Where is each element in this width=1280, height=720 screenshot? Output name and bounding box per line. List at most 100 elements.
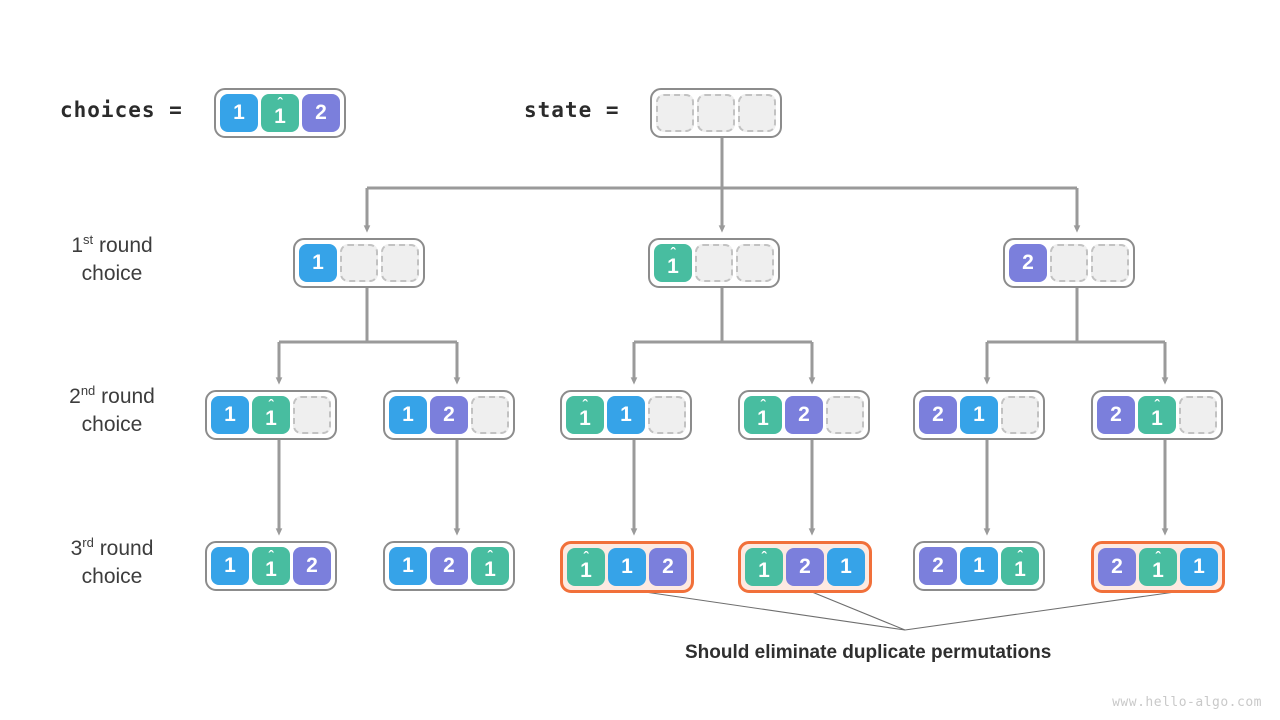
round-2-word: round bbox=[101, 385, 155, 408]
circumflex-icon: ˆ bbox=[268, 397, 274, 414]
cell-label: 1 bbox=[758, 559, 770, 582]
round-3-word: round bbox=[99, 537, 154, 560]
cell-empty bbox=[471, 396, 509, 434]
cell-value: 1 bbox=[827, 548, 865, 586]
cell-value: 1 bbox=[389, 547, 427, 585]
level1-to-level2-edges bbox=[275, 285, 1169, 385]
level1-node-3: 2 bbox=[1003, 238, 1135, 288]
cell-value: 2 bbox=[919, 547, 957, 585]
cell-value: 1 bbox=[960, 396, 998, 434]
cell-label: 1 bbox=[579, 407, 591, 430]
round-2-line2: choice bbox=[81, 413, 143, 437]
cell-empty bbox=[293, 396, 331, 434]
level2-to-level3-edges bbox=[275, 437, 1169, 536]
cell-empty bbox=[648, 396, 686, 434]
cell-value: 2 bbox=[785, 396, 823, 434]
cell-empty bbox=[1001, 396, 1039, 434]
round-label-3: 3rd round choice bbox=[22, 535, 202, 592]
cell-value: 1 bbox=[607, 396, 645, 434]
round-2-ordinal: 2 bbox=[69, 385, 81, 408]
cell-label: 1 bbox=[484, 558, 496, 581]
cell-label: 1 bbox=[667, 255, 679, 278]
circumflex-icon: ˆ bbox=[268, 548, 274, 565]
cell-value: 1 bbox=[608, 548, 646, 586]
circumflex-icon: ˆ bbox=[760, 397, 766, 414]
cell-label: 1 bbox=[580, 559, 592, 582]
cell-value: 1 bbox=[299, 244, 337, 282]
circumflex-icon: ˆ bbox=[583, 549, 589, 566]
circumflex-icon: ˆ bbox=[582, 397, 588, 414]
cell-empty bbox=[695, 244, 733, 282]
state-label: state = bbox=[524, 98, 620, 122]
cell-empty bbox=[738, 94, 776, 132]
cell-label: 1 bbox=[265, 407, 277, 430]
cell-value: 2 bbox=[430, 396, 468, 434]
circumflex-icon: ˆ bbox=[1155, 549, 1161, 566]
circumflex-icon: ˆ bbox=[277, 95, 283, 112]
cell-label: 1 bbox=[265, 558, 277, 581]
cell-empty bbox=[1050, 244, 1088, 282]
round-2-suffix: nd bbox=[80, 383, 96, 398]
cell-empty bbox=[1091, 244, 1129, 282]
cell-label: 1 bbox=[1151, 407, 1163, 430]
cell-value: 1 bbox=[960, 547, 998, 585]
circumflex-icon: ˆ bbox=[487, 548, 493, 565]
cell-label: 1 bbox=[757, 407, 769, 430]
cell-empty bbox=[826, 396, 864, 434]
cell-value: 2 bbox=[919, 396, 957, 434]
cell-label: 1 bbox=[274, 105, 286, 128]
cell-value: 1 bbox=[220, 94, 258, 132]
cell-value: 1 bbox=[211, 547, 249, 585]
choices-label: choices = bbox=[60, 98, 183, 122]
circumflex-icon: ˆ bbox=[670, 245, 676, 262]
watermark: www.hello-algo.com bbox=[1112, 695, 1262, 710]
state-array bbox=[650, 88, 782, 138]
cell-value: 2 bbox=[293, 547, 331, 585]
round-3-line2: choice bbox=[81, 565, 143, 589]
cell-value: 2 bbox=[1098, 548, 1136, 586]
round-3-suffix: rd bbox=[82, 535, 94, 550]
cell-empty bbox=[736, 244, 774, 282]
round-label-2: 2nd round choice bbox=[22, 383, 202, 440]
level1-node-1: 1 bbox=[293, 238, 425, 288]
round-1-line2: choice bbox=[81, 262, 143, 286]
cell-value: 1 bbox=[389, 396, 427, 434]
root-edges bbox=[363, 134, 1081, 233]
cell-value: 1 bbox=[1180, 548, 1218, 586]
cell-value: 2 bbox=[1009, 244, 1047, 282]
cell-empty bbox=[656, 94, 694, 132]
circumflex-icon: ˆ bbox=[761, 549, 767, 566]
cell-value: 2 bbox=[430, 547, 468, 585]
cell-label: 1 bbox=[1014, 558, 1026, 581]
cell-empty bbox=[697, 94, 735, 132]
circumflex-icon: ˆ bbox=[1017, 548, 1023, 565]
cell-value: 2 bbox=[786, 548, 824, 586]
callout-leader-lines bbox=[644, 591, 1176, 631]
cell-empty bbox=[340, 244, 378, 282]
cell-empty bbox=[381, 244, 419, 282]
cell-label: 1 bbox=[1152, 559, 1164, 582]
